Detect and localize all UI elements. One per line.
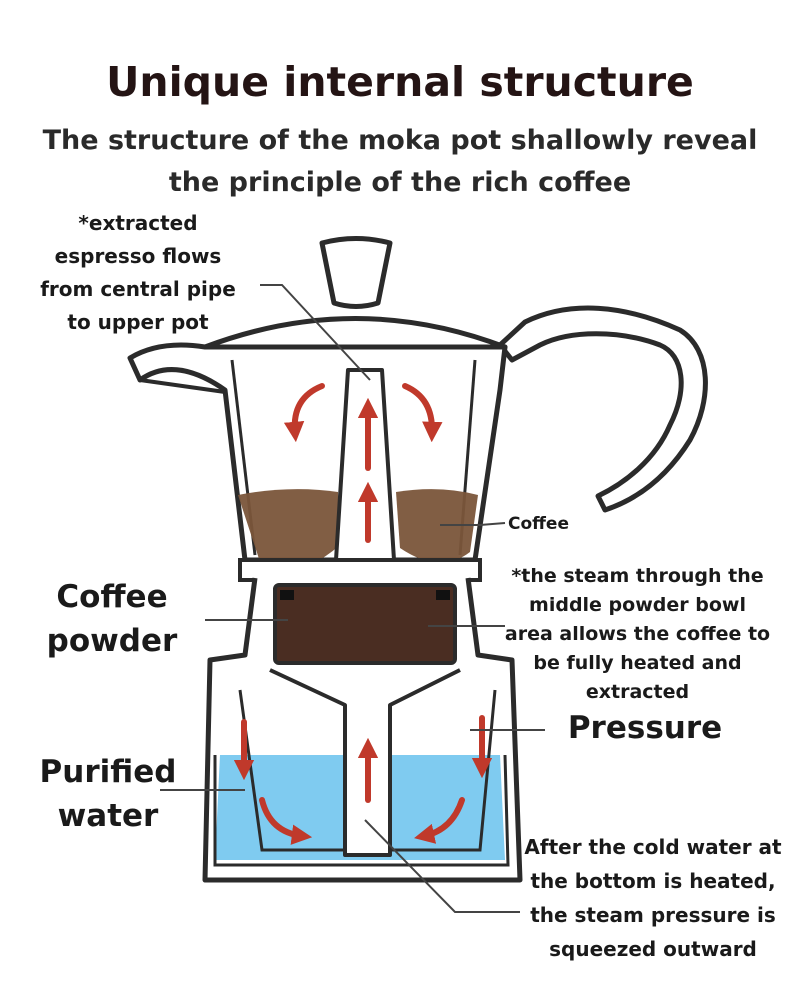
pot-handle: [497, 305, 708, 513]
subtitle-line-1: The structure of the moka pot shallowly …: [42, 125, 758, 156]
label-purified-water: Purified water: [39, 754, 177, 834]
label-espresso-flow: *extracted espresso flows from central p…: [40, 211, 236, 334]
label-pressure: Pressure: [567, 710, 723, 746]
coffee-liquid: [396, 489, 478, 563]
label-coffee: Coffee: [508, 514, 569, 534]
leader-lines: [160, 284, 545, 913]
page-title: Unique internal structure: [106, 58, 694, 106]
label-coffee-powder: Coffee powder: [46, 579, 178, 659]
coffee-liquid: [238, 489, 340, 572]
flow-arrow-icon: [233, 383, 493, 845]
label-steam-middle: *the steam through the middle powder bow…: [504, 565, 771, 703]
subtitle-line-2: the principle of the rich coffee: [168, 167, 632, 198]
lid-knob: [319, 236, 393, 309]
page-subtitle: The structure of the moka pot shallowly …: [0, 120, 800, 204]
pot-lid: [202, 316, 508, 350]
coffee-powder-bowl: [273, 583, 457, 665]
label-cold-water: After the cold water at the bottom is he…: [524, 835, 782, 961]
